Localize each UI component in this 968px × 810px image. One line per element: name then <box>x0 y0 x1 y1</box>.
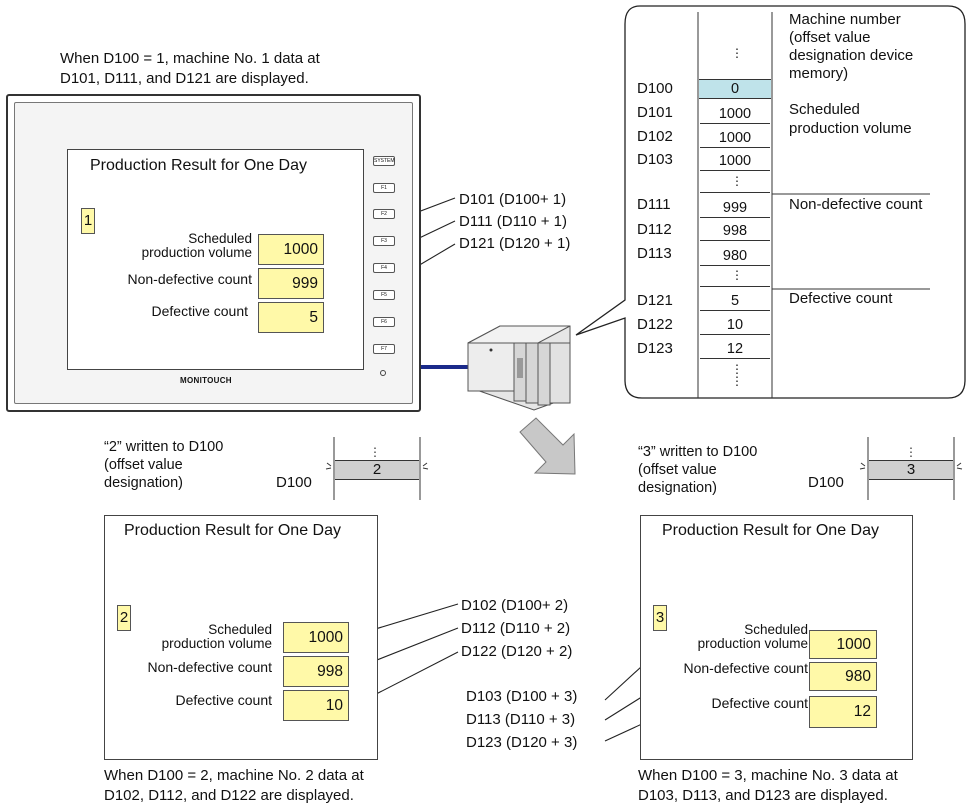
memory-dots-2: ⋮ <box>731 174 743 188</box>
main-screen-title: Production Result for One Day <box>90 157 307 174</box>
reg-d112: D112 <box>637 221 672 238</box>
screen3-label-non-defective: Non-defective count <box>683 660 808 676</box>
reg-d123: D123 <box>637 340 673 357</box>
cell-d121: 5 <box>700 292 770 311</box>
note-scheduled: Scheduled production volume <box>789 101 912 137</box>
screen3-value-non-defective: 980 <box>809 662 877 691</box>
write2-cell: 2 <box>335 460 419 480</box>
screen3-value-scheduled: 1000 <box>809 630 877 659</box>
screen2-machine-badge: 2 <box>117 605 131 631</box>
link-d121: D121 (D120 + 1) <box>459 235 571 252</box>
cell-d102: 1000 <box>700 129 770 148</box>
screen3-label-scheduled-2: production volume <box>697 636 808 651</box>
memory-separator <box>700 286 770 287</box>
screen3-machine-badge: 3 <box>653 605 667 631</box>
screen2-label-scheduled-1: Scheduled <box>208 622 272 637</box>
key-f7[interactable]: F7 <box>373 344 395 354</box>
cell-d113: 980 <box>700 247 770 266</box>
screen3-title: Production Result for One Day <box>662 522 879 539</box>
screen3-value-defective: 12 <box>809 696 877 728</box>
cell-d122: 10 <box>700 316 770 335</box>
key-f2[interactable]: F2 <box>373 209 395 219</box>
cell-d101: 1000 <box>700 105 770 124</box>
label-scheduled-2: production volume <box>141 245 252 260</box>
cell-d123: 12 <box>700 340 770 359</box>
label-non-defective: Non-defective count <box>127 271 252 287</box>
key-system[interactable]: SYSTEM <box>373 156 395 166</box>
write3-reg: D100 <box>808 474 844 491</box>
plc-unit <box>467 325 571 411</box>
reg-d101: D101 <box>637 104 673 121</box>
screen3-label-scheduled-1: Scheduled <box>744 622 808 637</box>
write3-text: “3” written to D100 (offset value design… <box>638 444 758 496</box>
link-d123: D123 (D120 + 3) <box>466 734 578 751</box>
svg-text:⋮: ⋮ <box>905 445 917 459</box>
cell-d111: 999 <box>700 199 770 218</box>
reg-d103: D103 <box>637 151 673 168</box>
write3-cell: 3 <box>869 460 953 480</box>
note-non-defective: Non-defective count <box>789 196 923 213</box>
link-d102: D102 (D100+ 2) <box>461 597 569 614</box>
caption-br-line1: When D100 = 3, machine No. 3 data at <box>638 767 898 784</box>
value-non-defective: 999 <box>258 268 324 299</box>
reg-d102: D102 <box>637 128 673 145</box>
memory-dots-3: ⋮ <box>731 268 743 282</box>
label-scheduled-1: Scheduled <box>188 231 252 246</box>
screen2-value-defective: 10 <box>283 690 349 721</box>
svg-text:⋮: ⋮ <box>369 445 381 459</box>
led-indicator <box>380 370 386 376</box>
caption-top-line1: When D100 = 1, machine No. 1 data at <box>60 50 320 67</box>
screen2-title: Production Result for One Day <box>124 522 341 539</box>
screen2-label-scheduled-2: production volume <box>161 636 272 651</box>
brand-logo: MONITOUCH <box>180 376 232 385</box>
reg-d113: D113 <box>637 245 672 262</box>
caption-br-line2: D103, D113, and D123 are displayed. <box>638 787 888 804</box>
label-defective: Defective count <box>151 303 249 319</box>
note-machine-number: Machine number (offset value designation… <box>789 11 914 82</box>
machine-number-badge: 1 <box>81 208 95 234</box>
link-d112: D112 (D110 + 2) <box>461 620 571 637</box>
screen2-label-defective: Defective count <box>175 692 273 708</box>
caption-bl-line2: D102, D112, and D122 are displayed. <box>104 787 354 804</box>
reg-d100: D100 <box>637 80 673 97</box>
key-f6[interactable]: F6 <box>373 317 395 327</box>
link-d113: D113 (D110 + 3) <box>466 711 576 728</box>
value-defective: 5 <box>258 302 324 333</box>
screen2-value-non-defective: 998 <box>283 656 349 687</box>
reg-d122: D122 <box>637 316 673 333</box>
screen2-label-non-defective: Non-defective count <box>147 659 272 675</box>
key-f1[interactable]: F1 <box>373 183 395 193</box>
link-d103: D103 (D100 + 3) <box>466 688 578 705</box>
key-f3[interactable]: F3 <box>373 236 395 246</box>
memory-dots-1: ⋮ <box>731 46 743 60</box>
memory-dots-5: ⋮ <box>731 374 743 388</box>
reg-d111: D111 <box>637 196 671 213</box>
caption-top-line2: D101, D111, and D121 are displayed. <box>60 70 309 87</box>
note-defective: Defective count <box>789 290 893 307</box>
caption-bl-line1: When D100 = 2, machine No. 2 data at <box>104 767 364 784</box>
cell-d103: 1000 <box>700 152 770 171</box>
screen3-label-defective: Defective count <box>711 695 809 711</box>
reg-d121: D121 <box>637 292 673 309</box>
link-d101: D101 (D100+ 1) <box>459 191 567 208</box>
memory-separator <box>700 192 770 193</box>
key-f4[interactable]: F4 <box>373 263 395 273</box>
key-f5[interactable]: F5 <box>373 290 395 300</box>
link-d111: D111 (D110 + 1) <box>459 213 567 230</box>
cell-d100: 0 <box>699 79 771 99</box>
write2-text: “2” written to D100 (offset value design… <box>104 439 224 491</box>
link-d122: D122 (D120 + 2) <box>461 643 573 660</box>
memory-dots-4: ⋮ <box>731 362 743 376</box>
screen2-value-scheduled: 1000 <box>283 622 349 653</box>
write2-reg: D100 <box>276 474 312 491</box>
cell-d112: 998 <box>700 222 770 241</box>
value-scheduled: 1000 <box>258 234 324 265</box>
